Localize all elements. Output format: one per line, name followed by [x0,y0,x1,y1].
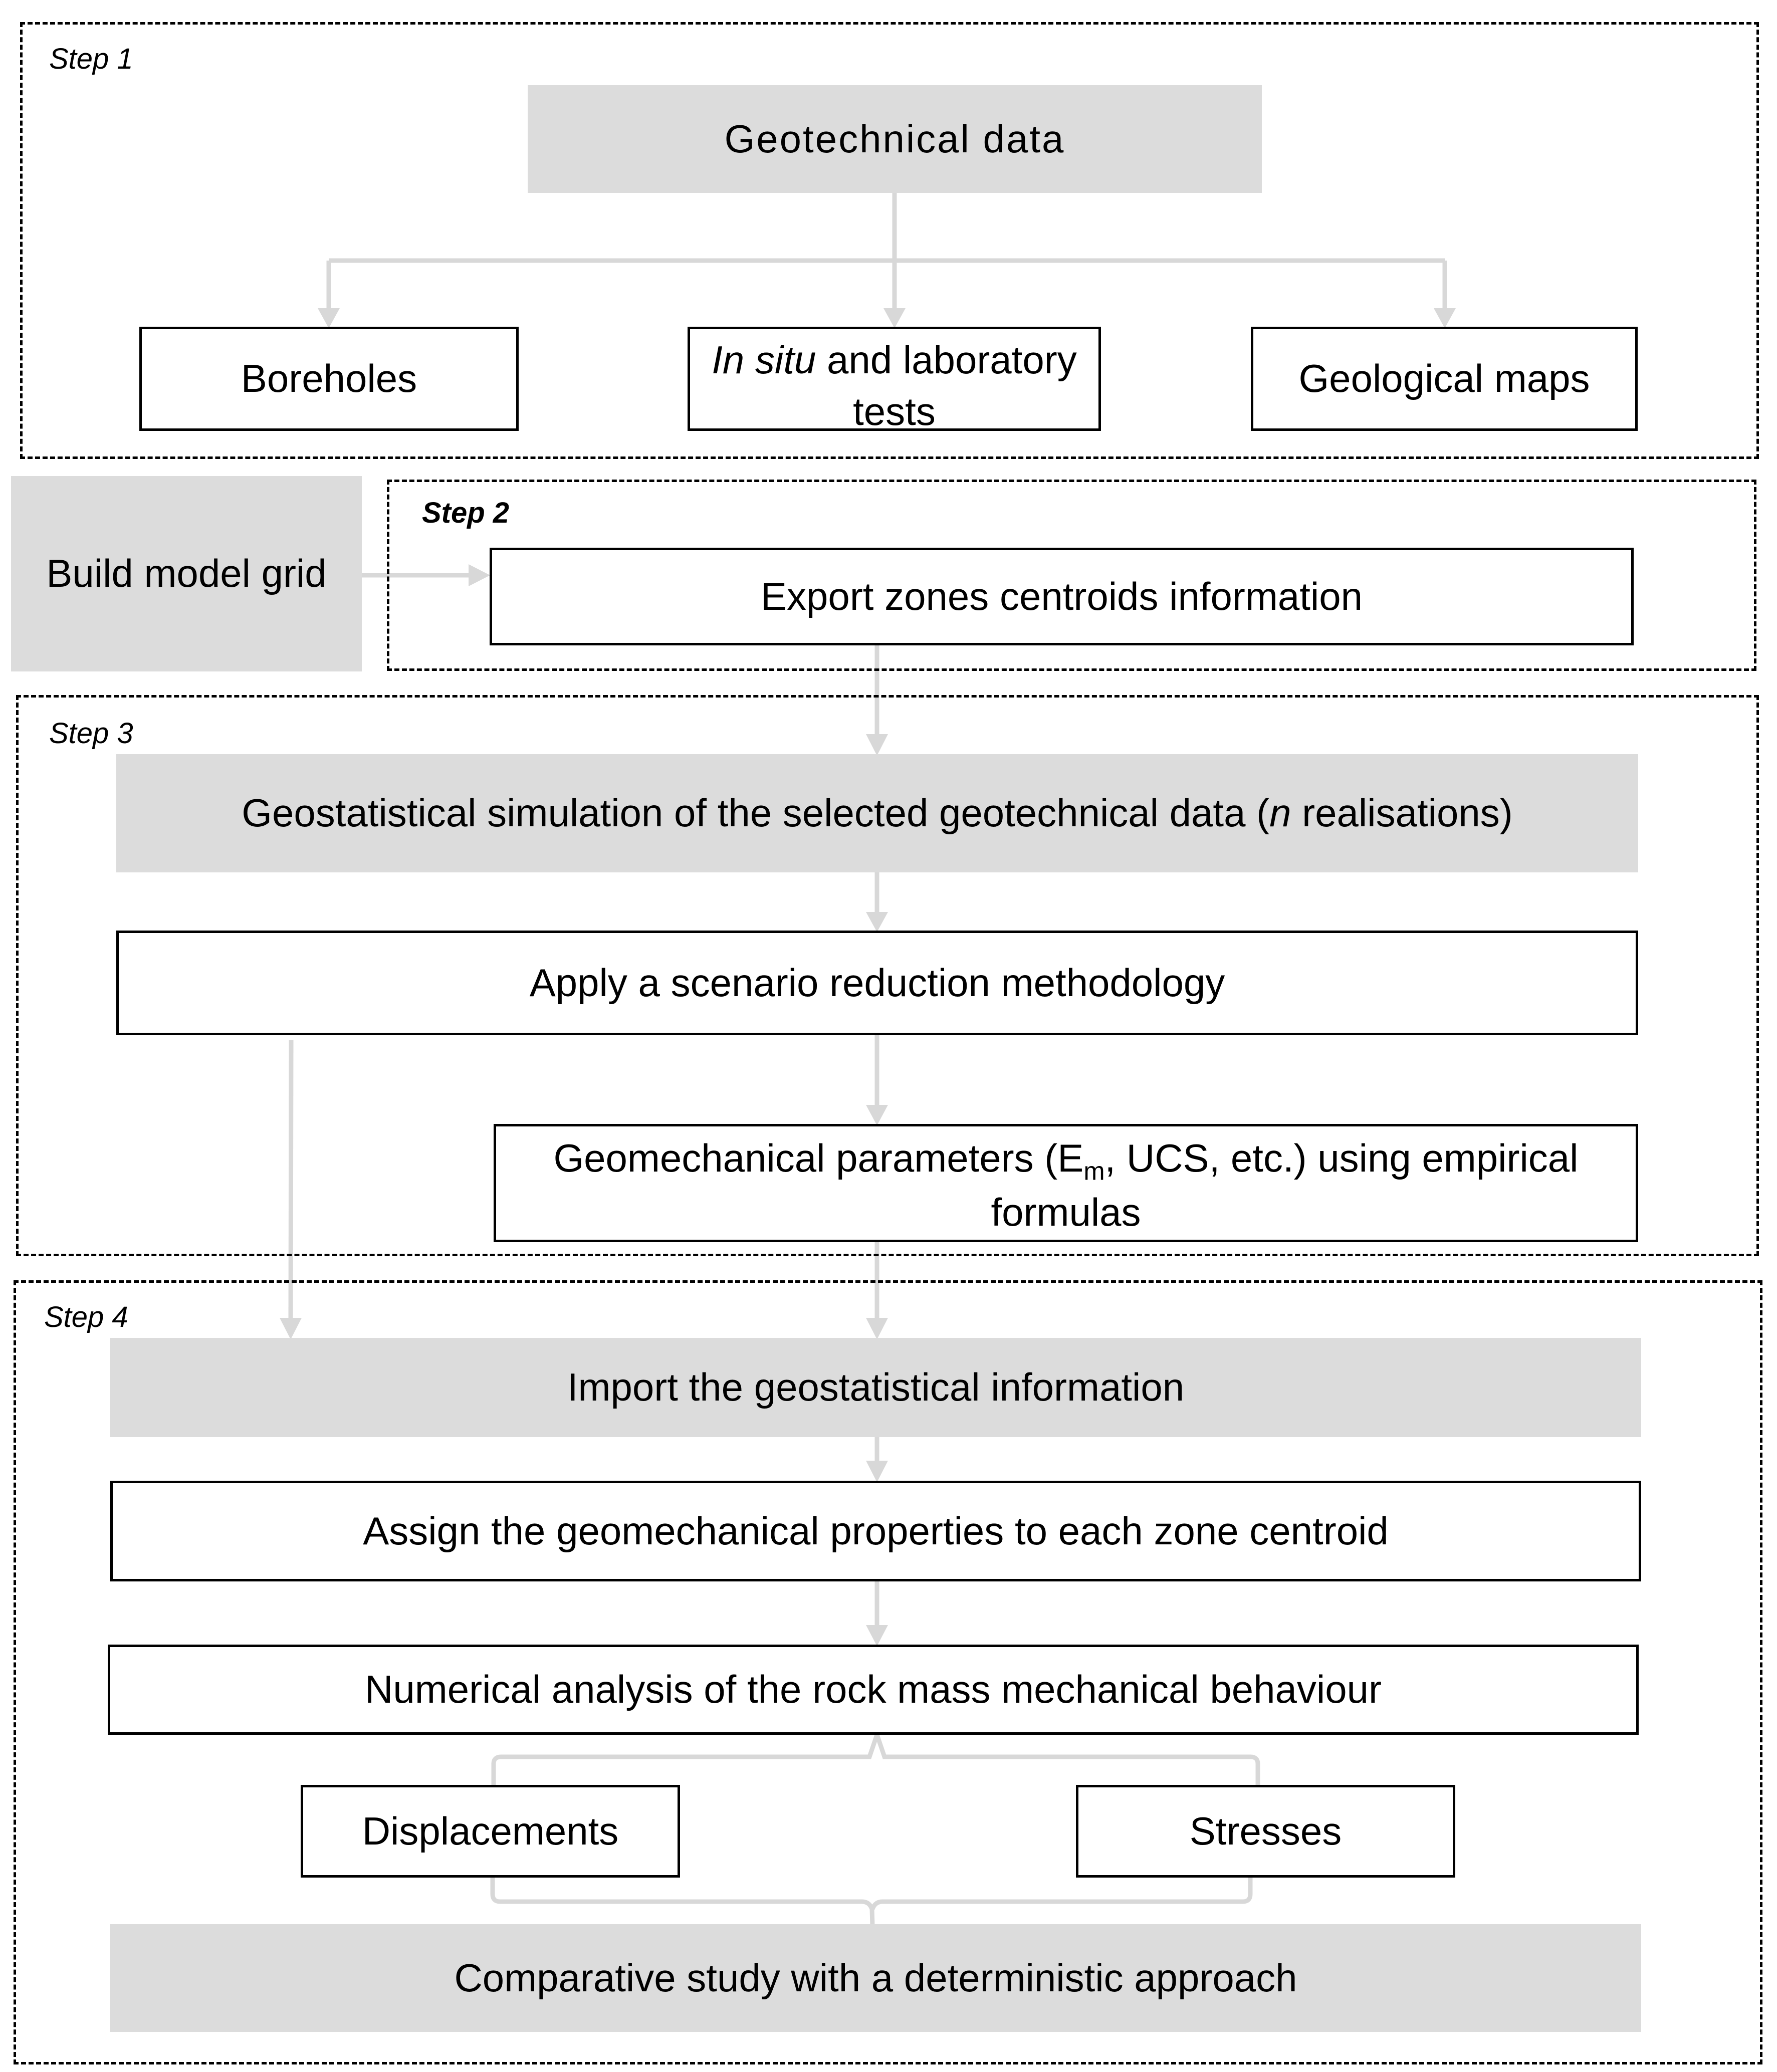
scenario-reduction-label: Apply a scenario reduction methodology [529,960,1225,1005]
step3-label: Step 3 [49,717,133,750]
geomechanical-parameters-box: Geomechanical parameters (Em, UCS, etc.)… [494,1124,1638,1242]
step4-label: Step 4 [44,1301,128,1333]
export-zones-box: Export zones centroids information [490,548,1634,645]
geomech-text-pre: Geomechanical parameters (E [553,1136,1084,1180]
import-geostat-box: Import the geostatistical information [110,1338,1641,1437]
comparative-study-box: Comparative study with a deterministic a… [110,1924,1641,2032]
in-situ-italic-text: In situ [712,338,816,382]
arrowhead-export [469,564,490,586]
boreholes-box: Boreholes [139,327,519,431]
scenario-reduction-box: Apply a scenario reduction methodology [116,931,1638,1035]
step2-label: Step 2 [422,497,510,529]
assign-properties-box: Assign the geomechanical properties to e… [110,1481,1641,1581]
geomech-text-post: , UCS, etc.) using empirical formulas [991,1136,1579,1234]
arrowhead-geomech [866,1105,888,1125]
geostat-simulation-n: n [1269,791,1291,835]
geological-maps-label: Geological maps [1298,356,1590,401]
connector-merge-to-comparative [490,1878,1253,1926]
build-model-grid-label: Build model grid [46,551,327,596]
displacements-label: Displacements [362,1808,619,1853]
arrowhead-import-left [280,1318,302,1339]
geomechanical-parameters-label: Geomechanical parameters (Em, UCS, etc.)… [546,1131,1586,1239]
in-situ-tests-box: In situ and laboratory tests [688,327,1101,433]
assign-properties-label: Assign the geomechanical properties to e… [363,1508,1389,1553]
geostat-simulation-text-post: realisations) [1291,791,1513,835]
numerical-analysis-label: Numerical analysis of the rock mass mech… [365,1667,1382,1712]
arrowhead-reduction [866,912,888,932]
geomech-subscript: m [1083,1157,1105,1186]
build-model-grid-box: Build model grid [11,476,362,671]
arrowhead-import [866,1318,888,1339]
geostat-simulation-label: Geostatistical simulation of the selecte… [242,786,1512,840]
arrowhead-sim [866,734,888,756]
geotechnical-data-box: Geotechnical data [528,85,1262,193]
step1-label: Step 1 [49,43,133,75]
geostat-simulation-text-pre: Geostatistical simulation of the selecte… [242,791,1270,835]
numerical-analysis-box: Numerical analysis of the rock mass mech… [108,1645,1639,1735]
geostat-simulation-box: Geostatistical simulation of the selecte… [116,754,1638,872]
stresses-box: Stresses [1076,1785,1455,1878]
connector-numerical-split [491,1728,1260,1786]
in-situ-rest-text: and laboratory tests [816,338,1077,433]
in-situ-tests-label: In situ and laboratory tests [690,334,1098,437]
arrowhead-assign [866,1461,888,1482]
import-geostat-label: Import the geostatistical information [567,1365,1185,1410]
geological-maps-box: Geological maps [1251,327,1638,431]
step4-frame [14,1280,1762,2064]
displacements-box: Displacements [301,1785,680,1878]
arrowhead-numerical [866,1625,888,1646]
arrowhead-boreholes [318,308,340,328]
geotechnical-data-label: Geotechnical data [724,116,1065,161]
boreholes-label: Boreholes [241,356,417,401]
step3-frame [16,695,1759,1256]
step2-frame [387,480,1756,671]
arrowhead-insitu [883,308,906,328]
comparative-study-label: Comparative study with a deterministic a… [454,1955,1297,2000]
arrowhead-geomaps [1434,308,1456,328]
export-zones-label: Export zones centroids information [761,574,1363,618]
step1-frame [20,22,1759,459]
stresses-label: Stresses [1189,1808,1342,1853]
